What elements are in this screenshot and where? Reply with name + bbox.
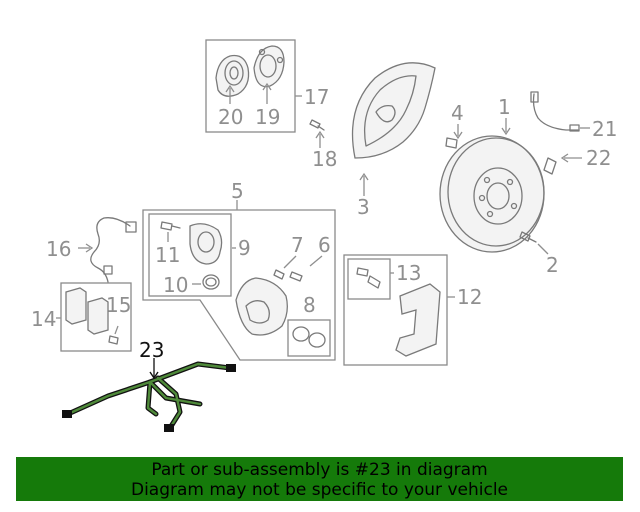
part-group-5 (142, 200, 336, 361)
harness-connector (226, 364, 236, 372)
notice-line-2: Diagram may not be specific to your vehi… (130, 480, 508, 500)
caliper-carrier-drawing[interactable] (235, 277, 288, 336)
callout-19: 19 (255, 105, 280, 129)
callout-16: 16 (46, 237, 71, 261)
part-2-drawing[interactable] (519, 231, 549, 255)
callout-10: 10 (163, 273, 188, 297)
callout-22: 22 (586, 146, 611, 170)
part-3-drawing[interactable] (351, 62, 436, 196)
part-group-14 (56, 282, 132, 352)
callout-3: 3 (357, 195, 370, 219)
callout-21: 21 (592, 117, 617, 141)
part-21-drawing[interactable] (530, 91, 590, 132)
callout-9: 9 (238, 236, 251, 260)
callout-7: 7 (291, 233, 304, 257)
part-15-drawing[interactable] (108, 325, 119, 345)
callout-8: 8 (303, 293, 316, 317)
callout-6: 6 (318, 233, 331, 257)
part-6-drawing[interactable] (289, 255, 323, 282)
callout-4: 4 (451, 101, 464, 125)
part-1-rotor-drawing[interactable] (439, 118, 545, 253)
part-23-harness-drawing[interactable] (62, 358, 236, 432)
part-18-drawing[interactable] (309, 119, 325, 148)
part-19-drawing[interactable] (253, 45, 285, 88)
callout-23: 23 (139, 338, 164, 362)
callout-20: 20 (218, 105, 243, 129)
part-10-drawing[interactable] (202, 274, 220, 290)
part-4-drawing[interactable] (445, 124, 463, 149)
notice-banner: Part or sub-assembly is #23 in diagram D… (16, 457, 623, 501)
part-12-drawing[interactable] (395, 283, 441, 357)
notice-line-1: Part or sub-assembly is #23 in diagram (151, 460, 488, 480)
part-20-drawing[interactable] (215, 54, 250, 97)
callout-2: 2 (546, 253, 559, 277)
part-11-drawing[interactable] (160, 221, 181, 231)
callout-1: 1 (498, 95, 511, 119)
callout-18: 18 (312, 147, 337, 171)
part-8-drawing[interactable] (292, 326, 326, 348)
callout-17: 17 (304, 85, 329, 109)
callout-15: 15 (106, 293, 131, 317)
callout-11: 11 (155, 243, 180, 267)
part-22-drawing[interactable] (543, 153, 582, 175)
harness-connector (62, 410, 72, 418)
callout-12: 12 (457, 285, 482, 309)
callout-5: 5 (231, 179, 244, 203)
part-9-drawing[interactable] (189, 223, 223, 265)
callout-13: 13 (396, 261, 421, 285)
pads-drawing[interactable] (65, 287, 109, 335)
part-group-17 (205, 39, 302, 133)
harness-connector (164, 424, 174, 432)
part-16-drawing[interactable] (78, 217, 137, 283)
part-13-drawing[interactable] (356, 267, 381, 289)
part-7-drawing[interactable] (273, 255, 297, 280)
part-group-12 (343, 254, 455, 366)
callout-14: 14 (31, 307, 56, 331)
